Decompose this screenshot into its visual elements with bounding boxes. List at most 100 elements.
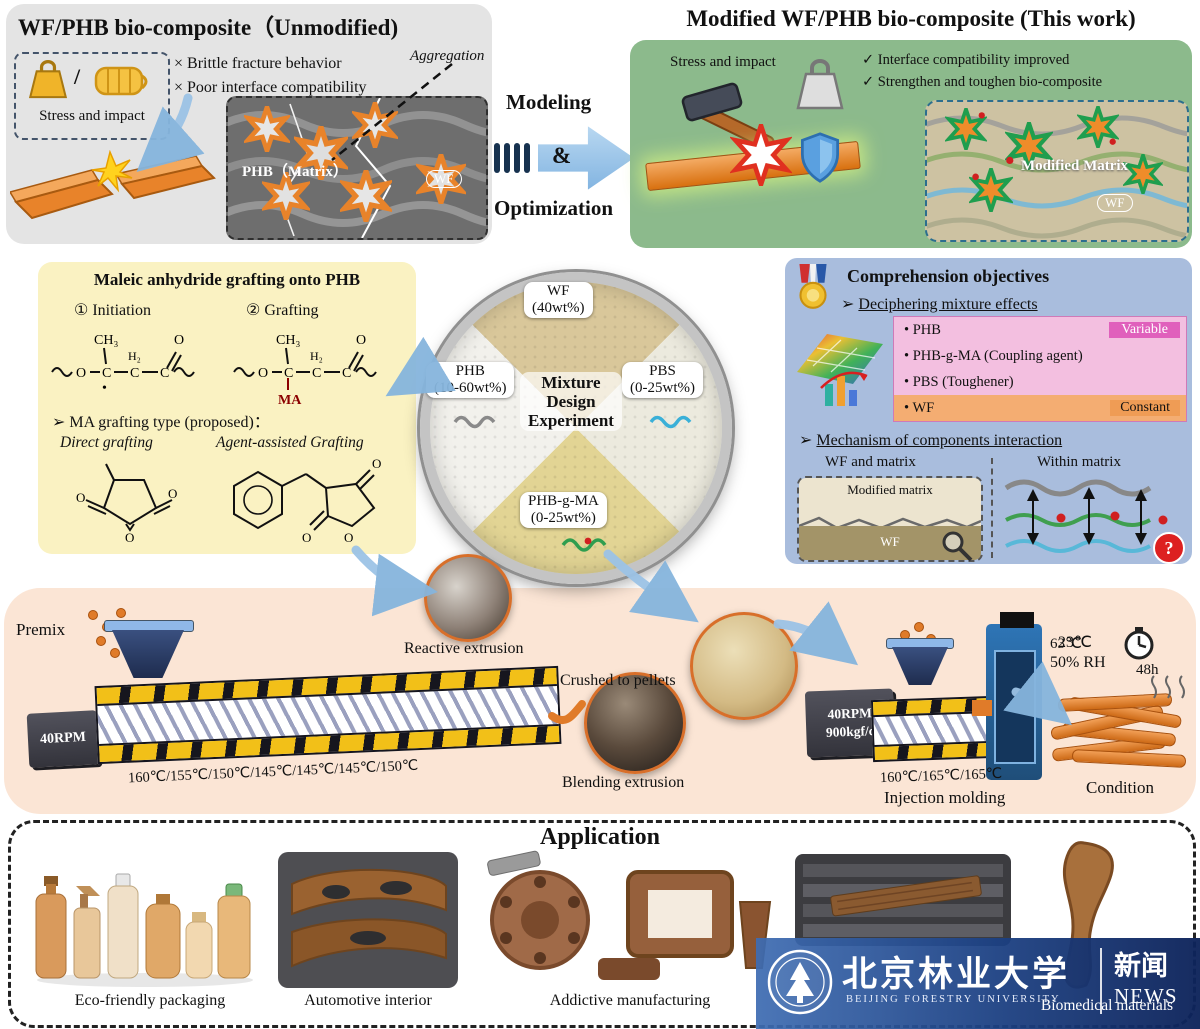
agent-grafting-ring: O O O (233, 456, 381, 545)
stress-impact-box: / Stress and impact (14, 52, 170, 140)
direct-grafting-ring: O O O (76, 463, 177, 545)
stress-impact-label: Stress and impact (670, 54, 776, 70)
shield-icon (800, 132, 840, 183)
slash-separator: / (74, 64, 81, 89)
broken-composite-bars (10, 150, 216, 220)
mixture-components-box: PHB Variable PHB-g-MA (Coupling agent) P… (893, 316, 1187, 422)
condition-label: Condition (1086, 778, 1155, 797)
university-news-banner: 北京林业大学 BEIJING FORESTRY UNIVERSITY 新闻 NE… (756, 938, 1200, 1029)
grafting-step-label: ② Grafting (246, 302, 319, 319)
additive-caption: Addictive manufacturing (549, 992, 711, 1009)
surface-plot-icon (797, 334, 883, 406)
phb-g-ma-squiggle (561, 537, 607, 552)
initiation-structure: CH₃ O O C • C H₂ C (51, 333, 195, 396)
modified-matrix-region: Modified matrix (799, 478, 981, 530)
wf-particle-star (352, 102, 398, 148)
radical-dot: • (102, 381, 107, 396)
segment-bar (524, 143, 530, 173)
h2-label: H₂ (128, 349, 141, 363)
modified-matrix-mini-label: Modified matrix (847, 482, 933, 497)
stress-impact-label: Stress and impact (39, 108, 145, 124)
packaging-photo (35, 873, 253, 987)
component-wf: WF (904, 400, 1110, 417)
wf-label: WF (1097, 194, 1133, 212)
arrow-bullet: ➢ (799, 432, 813, 449)
segment-bar (494, 143, 500, 173)
direct-grafting-label: Direct grafting (60, 434, 153, 451)
condition-humidity: 50% RH (1050, 654, 1106, 671)
mold-temperature: 63℃ (1050, 636, 1082, 652)
blending-extrusion-photo (584, 672, 686, 774)
bonded-wf-star (1006, 122, 1053, 170)
objectives-panel: Comprehension objectives ➢ Deciphering m… (785, 258, 1192, 564)
grafting-title: Maleic anhydride grafting onto PHB (93, 270, 361, 289)
magnifier-icon (942, 531, 973, 562)
clock-icon (1124, 627, 1154, 660)
aggregation-label: Aggregation (410, 48, 485, 64)
packaging-caption: Eco-friendly packaging (74, 992, 226, 1009)
component-phb-g-ma: PHB-g-MA (Coupling agent) (904, 348, 1180, 365)
ch3-label: CH₃ (276, 333, 300, 348)
segment-bar (514, 143, 520, 173)
condition-temp: 23℃ (1058, 634, 1092, 651)
svg-text:C: C (102, 366, 111, 381)
objectives-title: Comprehension objectives (847, 266, 1050, 286)
mechanism-heading: ➢ Mechanism of components interaction (799, 430, 1062, 450)
optimization-label: Optimization (494, 196, 613, 220)
crushed-pellets-label: Crushed to pellets (560, 672, 676, 689)
university-logo (767, 949, 833, 1015)
mixture-dish (420, 272, 732, 584)
application-title: Application (539, 824, 661, 850)
ampersand-label: & (552, 143, 572, 168)
constant-tag: Constant (1110, 400, 1180, 416)
carbonyl-o-label: O (356, 333, 366, 348)
pbs-polymer-squiggle (649, 415, 692, 429)
modified-matrix-box: Modified Matrix WF (925, 100, 1189, 242)
grafting-type-heading: ➢ MA grafting type (proposed)： (52, 414, 270, 431)
fist-icon (94, 66, 148, 96)
benefit-strengthen: ✓ Strengthen and toughen bio-composite (862, 74, 1103, 90)
wf-mini-label: WF (880, 534, 900, 549)
svg-text:C: C (160, 366, 169, 381)
weight-icon (796, 59, 844, 110)
university-name-cn: 北京林业大学 (842, 955, 1071, 994)
additive-photo (487, 850, 772, 980)
ether-o-label: O (76, 366, 86, 381)
biomedical-caption: Biomedical materials (1040, 997, 1174, 1014)
injection-molding-label: Injection molding (884, 788, 1006, 807)
wf-fraction-label: WF (40wt%) (524, 282, 593, 318)
mechanism-text: Mechanism of components interaction (816, 432, 1063, 449)
mold-plate (994, 650, 1036, 764)
grafting-to-extrusion-arrow (351, 545, 438, 617)
unmodified-matrix-box: PHB（Matrix） WF (226, 96, 488, 240)
bonded-wf-star (1078, 106, 1118, 148)
heater-band (874, 742, 993, 761)
bonded-wf-star (970, 168, 1012, 212)
pbs-fraction-label: PBS (0-25wt%) (622, 362, 703, 398)
svg-text:C: C (342, 366, 351, 381)
ma-label: MA (278, 393, 302, 408)
news-cn: 新闻 (1114, 951, 1168, 981)
modeling-label: Modeling (506, 90, 592, 114)
phb-matrix-label: PHB（Matrix） (242, 164, 348, 180)
modified-matrix-label: Modified Matrix (1021, 158, 1129, 174)
component-row: PHB Variable (894, 317, 1186, 343)
within-matrix-label: Within matrix (1037, 454, 1121, 470)
bonded-wf-star (946, 108, 986, 150)
carbonyl-o-label: O (76, 490, 85, 505)
grafting-panel: Maleic anhydride grafting onto PHB ① Ini… (38, 262, 416, 554)
svg-text:C: C (312, 366, 321, 381)
component-row: PHB-g-MA (Coupling agent) (894, 343, 1186, 369)
carbonyl-o-label: O (168, 486, 177, 501)
issue-brittle: × Brittle fracture behavior (174, 55, 342, 72)
blending-extrusion-label: Blending extrusion (562, 774, 685, 791)
carbonyl-o-label: O (174, 333, 184, 348)
agent-grafting-label: Agent-assisted Grafting (216, 434, 364, 451)
reactive-extrusion-photo (424, 554, 512, 642)
within-matrix-diagram (1004, 479, 1168, 553)
university-name-en: BEIJING FORESTRY UNIVERSITY (846, 994, 1061, 1005)
extruder-rpm-box: 40RPM (26, 710, 100, 768)
impact-burst-icon (730, 124, 792, 186)
injection-screw (873, 710, 993, 748)
heat-waves-icon (1151, 675, 1185, 699)
